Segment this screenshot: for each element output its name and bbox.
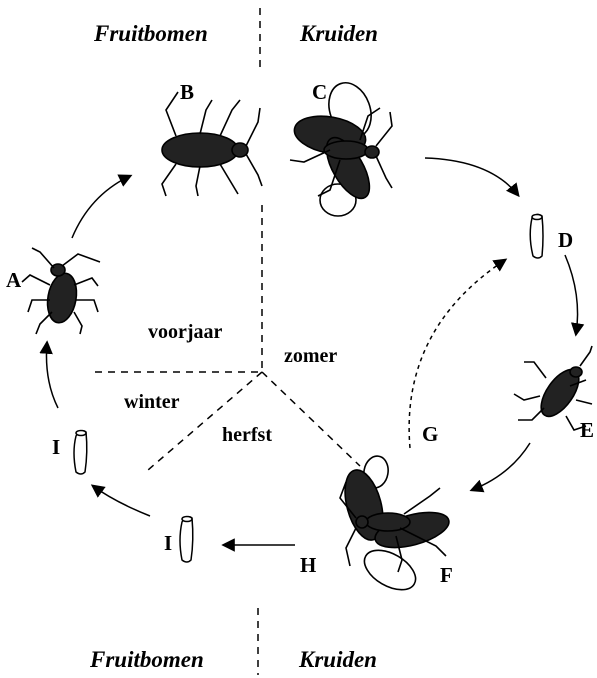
stage-label-b: B bbox=[180, 82, 194, 103]
season-winter-label: winter bbox=[124, 392, 180, 412]
header-bottom-left: Fruitbomen bbox=[90, 648, 204, 671]
arrow-e-to-f bbox=[472, 443, 530, 490]
autumn-summer-divider bbox=[262, 372, 360, 466]
stage-label-e: E bbox=[580, 420, 594, 441]
season-spring-label: voorjaar bbox=[148, 322, 222, 342]
egg-d-icon bbox=[530, 214, 543, 258]
season-summer-label: zomer bbox=[284, 346, 337, 366]
stage-label-h: H bbox=[300, 555, 316, 576]
header-top-left: Fruitbomen bbox=[94, 22, 208, 45]
arrow-g-dashed bbox=[409, 260, 505, 448]
arrow-i-to-i bbox=[93, 486, 150, 516]
stage-label-d: D bbox=[558, 230, 573, 251]
arrow-i-to-a bbox=[46, 343, 58, 408]
stage-label-i-left: I bbox=[52, 437, 60, 458]
egg-i-bottom-icon bbox=[180, 517, 193, 563]
insect-c-icon bbox=[290, 77, 392, 216]
stage-label-i-bottom: I bbox=[164, 533, 172, 554]
divider-lines bbox=[95, 8, 360, 675]
header-bottom-right: Kruiden bbox=[299, 648, 377, 671]
insect-a-icon bbox=[22, 248, 100, 334]
arrow-d-to-e bbox=[565, 255, 578, 334]
stage-label-g: G bbox=[422, 424, 438, 445]
season-autumn-label: herfst bbox=[222, 425, 272, 445]
winter-autumn-divider bbox=[148, 372, 262, 470]
stage-label-a: A bbox=[6, 270, 21, 291]
insect-b-icon bbox=[162, 92, 262, 196]
insect-f-icon bbox=[338, 454, 452, 598]
arrow-c-to-d bbox=[425, 158, 518, 195]
stage-label-c: C bbox=[312, 82, 327, 103]
header-top-right: Kruiden bbox=[300, 22, 378, 45]
egg-i-left-icon bbox=[74, 431, 87, 475]
arrow-a-to-b bbox=[72, 176, 130, 238]
stage-label-f: F bbox=[440, 565, 453, 586]
